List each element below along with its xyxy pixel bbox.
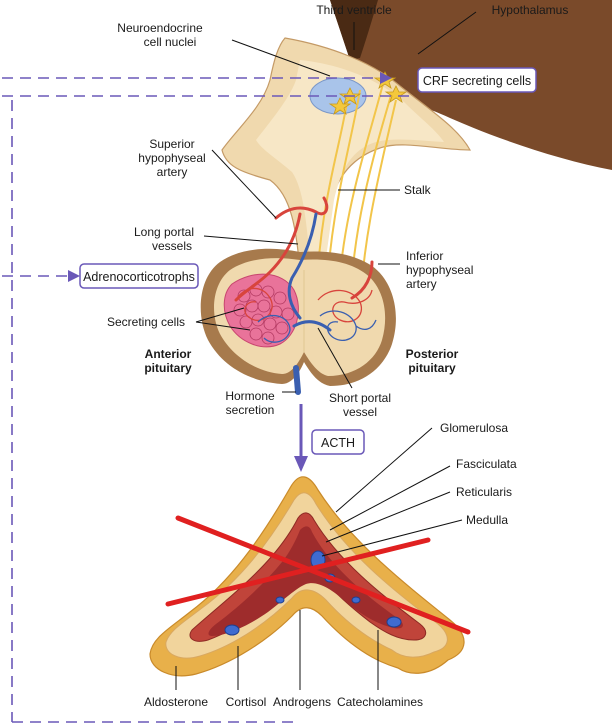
- crf-star-4: [328, 97, 352, 115]
- adrenal-cross-out: [165, 515, 471, 635]
- label-glomerulosa: Glomerulosa: [440, 421, 508, 435]
- label-reticularis: Reticularis: [456, 485, 512, 499]
- inferior-hypophyseal-artery: [350, 260, 374, 300]
- label-secreting-cells: Secreting cells: [107, 315, 185, 329]
- label-inferior-2: hypophyseal: [406, 263, 473, 277]
- label-posterior-2: pituitary: [408, 361, 456, 375]
- label-neuroendocrine-1: Neuroendocrine: [117, 21, 203, 35]
- posterior-capillary-red: [317, 289, 373, 323]
- leader-lines: [175, 11, 477, 690]
- cell-12: [263, 317, 277, 331]
- adrenal-illustration: [149, 476, 471, 677]
- long-portal-vein: [287, 212, 318, 320]
- feedback-arrowhead-crf: [380, 72, 392, 84]
- pituitary-illustration: [200, 248, 396, 395]
- label-fasciculata: Fasciculata: [456, 457, 517, 471]
- cell-11: [251, 313, 265, 327]
- adrenocorticotrophs-box-label: Adrenocorticotrophs: [83, 270, 195, 284]
- label-anterior-1: Anterior: [145, 347, 192, 361]
- leader-neuroendocrine: [231, 39, 331, 77]
- label-stalk: Stalk: [404, 183, 432, 197]
- cell-4: [273, 291, 287, 305]
- leader-medulla: [321, 519, 463, 557]
- label-long-portal-2: vessels: [152, 239, 192, 253]
- label-cortisol: Cortisol: [226, 695, 267, 709]
- adrenocorticotrophs-box-frame: [79, 263, 199, 289]
- hypothalamus-cut-face: [256, 60, 444, 258]
- adrenocorticotrophs-box: Adrenocorticotrophs: [79, 263, 199, 289]
- label-hormone-2: secretion: [226, 403, 275, 417]
- crf-box: CRF secreting cells: [417, 67, 537, 93]
- label-third-ventricle: Third ventricle: [316, 3, 392, 17]
- label-anterior-2: pituitary: [144, 361, 192, 375]
- leader-long-portal: [203, 235, 299, 245]
- cell-5: [233, 303, 247, 317]
- leader-hypothalamus: [417, 11, 477, 55]
- anterior-cell-pattern: [233, 283, 295, 345]
- label-superior-3: artery: [157, 165, 188, 179]
- label-hormone-1: Hormone: [225, 389, 275, 403]
- cross-line-1: [175, 515, 471, 635]
- leader-glomerulosa: [335, 427, 433, 513]
- long-portal-artery: [234, 212, 302, 302]
- leader-reticularis: [325, 491, 451, 543]
- crf-box-frame: [417, 67, 537, 93]
- leader-fasciculata: [329, 465, 451, 531]
- hormone-secretion-vessel: [293, 365, 301, 395]
- label-short-portal-2: vessel: [343, 405, 377, 419]
- cell-15: [261, 331, 275, 345]
- cell-9: [281, 307, 295, 321]
- leader-superior-artery: [211, 149, 277, 219]
- label-short-portal-1: Short portal: [329, 391, 391, 405]
- leader-short-portal: [317, 327, 353, 389]
- label-hypothalamus: Hypothalamus: [492, 3, 569, 17]
- cell-14: [249, 327, 263, 341]
- leader-secreting-cells-1: [195, 307, 245, 323]
- cross-line-2: [165, 537, 431, 607]
- label-medulla: Medulla: [466, 513, 508, 527]
- acth-box-frame: [311, 429, 365, 455]
- label-neuroendocrine-2: cell nuclei: [144, 35, 197, 49]
- vessels: [234, 196, 374, 332]
- label-inferior-3: artery: [406, 277, 437, 291]
- anterior-capillary-blue: [257, 314, 291, 343]
- feedback-arrowhead-acth-cells: [68, 270, 80, 282]
- adrenal-medulla: [208, 526, 403, 636]
- label-posterior-1: Posterior: [406, 347, 459, 361]
- feedback-arrows: [2, 72, 416, 723]
- label-aldosterone: Aldosterone: [144, 695, 208, 709]
- crf-box-label: CRF secreting cells: [423, 74, 531, 88]
- cell-3: [261, 285, 275, 299]
- acth-box-label: ACTH: [321, 436, 355, 450]
- medulla-vessel-5: [224, 624, 240, 636]
- label-catecholamines: Catecholamines: [337, 695, 423, 709]
- label-inferior-1: Inferior: [406, 249, 443, 263]
- label-superior-1: Superior: [149, 137, 194, 151]
- anterior-capillaries: [235, 287, 291, 343]
- acth-arrowhead: [294, 456, 308, 472]
- label-androgens: Androgens: [273, 695, 331, 709]
- crf-star-2: [384, 85, 408, 103]
- hypothalamus-illustration: [221, 0, 612, 271]
- cell-7: [257, 299, 271, 313]
- medulla-vessel-4: [275, 596, 285, 604]
- short-portal-vessel: [292, 320, 332, 332]
- medulla-vessel-3: [351, 596, 361, 604]
- cell-13: [275, 321, 289, 335]
- label-long-portal-1: Long portal: [134, 225, 194, 239]
- acth-box: ACTH: [311, 429, 365, 455]
- text-labels: Third ventricle Hypothalamus Neuroendocr…: [107, 3, 568, 709]
- medulla-vessel-6: [386, 616, 402, 628]
- label-superior-2: hypophyseal: [138, 151, 205, 165]
- superior-hypophyseal-artery: [274, 196, 329, 220]
- leader-secreting-cells-2: [195, 321, 251, 331]
